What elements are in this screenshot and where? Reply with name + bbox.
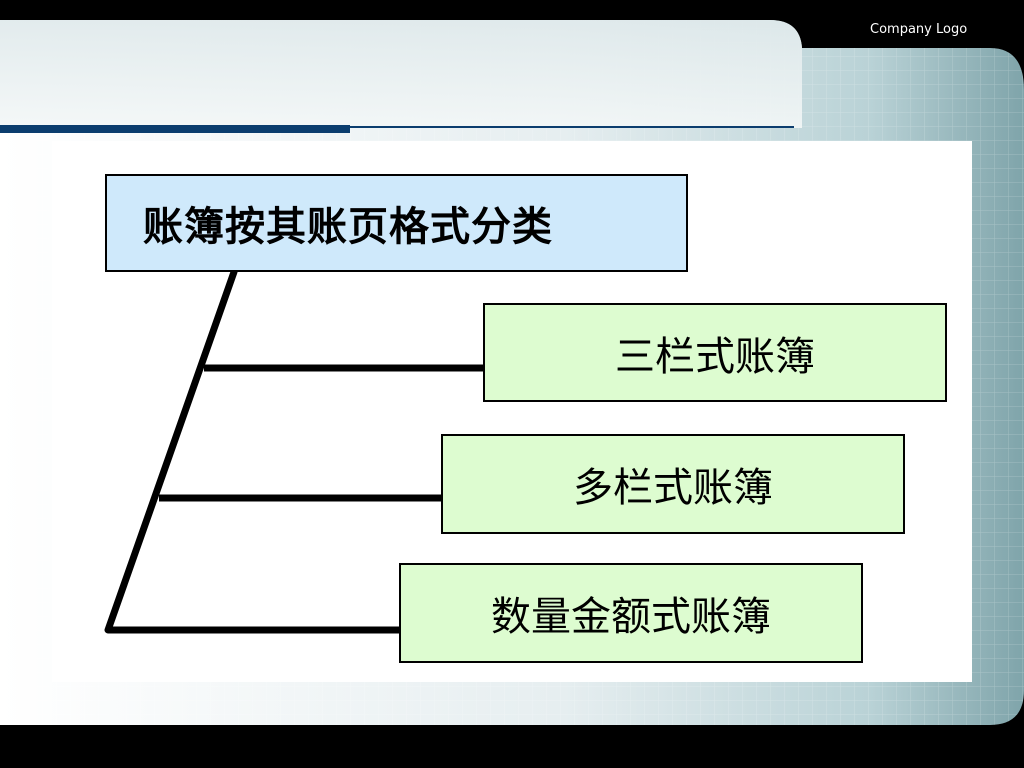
diagram-panel: 账簿按其账页格式分类 三栏式账簿 多栏式账簿 数量金额式账簿 bbox=[52, 141, 972, 682]
trunk-line bbox=[104, 268, 238, 634]
child-node-multi-column: 多栏式账簿 bbox=[441, 434, 905, 534]
accent-bar bbox=[0, 125, 350, 133]
tree-connectors bbox=[104, 268, 483, 634]
child-node-three-column: 三栏式账簿 bbox=[483, 303, 947, 402]
root-node: 账簿按其账页格式分类 bbox=[105, 174, 688, 272]
child-node-quantity-amount: 数量金额式账簿 bbox=[399, 563, 863, 663]
company-logo-text: Company Logo bbox=[870, 22, 968, 37]
